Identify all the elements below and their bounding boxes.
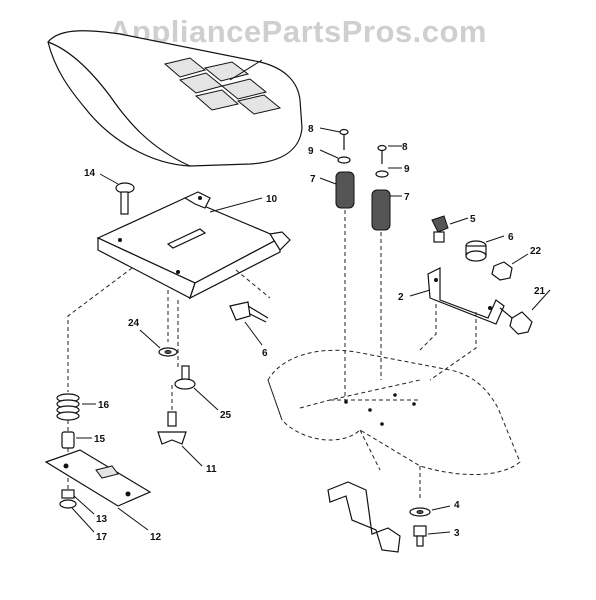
cap-screw	[413, 525, 427, 547]
seat-bracket	[44, 449, 152, 507]
seat-clip	[229, 301, 269, 323]
callout-24: 24	[128, 318, 140, 329]
washer	[158, 347, 178, 357]
callout-25: 25	[220, 410, 232, 421]
callout-7-left: 7	[310, 174, 316, 185]
seat	[47, 30, 303, 167]
flat-washer	[409, 507, 431, 517]
callout-5: 5	[470, 214, 476, 225]
callout-2: 2	[398, 292, 404, 303]
callout-6-left: 6	[262, 348, 268, 359]
callout-9-right: 9	[404, 164, 410, 175]
callout-22: 22	[530, 246, 542, 257]
callout-13: 13	[96, 514, 108, 525]
callout-16: 16	[98, 400, 110, 411]
callout-10: 10	[266, 194, 278, 205]
callout-21: 21	[534, 286, 546, 297]
rubber-bushing	[465, 240, 487, 262]
adjustment-knob	[157, 411, 187, 445]
bushing	[61, 431, 75, 449]
callout-14: 14	[84, 168, 96, 179]
callout-8-left: 8	[308, 124, 314, 135]
frame-bracket	[327, 481, 401, 553]
spring-assembly-right	[371, 144, 391, 231]
spring-assembly-left	[335, 128, 355, 209]
callout-4: 4	[454, 500, 460, 511]
callout-8-right: 8	[402, 142, 408, 153]
switch-bracket	[427, 267, 505, 325]
hex-bolt	[499, 307, 533, 335]
carriage-bolt	[115, 182, 135, 215]
callout-6-right: 6	[508, 232, 514, 243]
spring	[56, 393, 80, 421]
hex-nut	[491, 261, 513, 281]
callout-7-right: 7	[404, 192, 410, 203]
callout-17: 17	[96, 532, 108, 543]
seat-switch	[431, 215, 449, 243]
callout-12: 12	[150, 532, 162, 543]
fender-outline	[267, 349, 521, 500]
seat-plate	[96, 191, 291, 300]
callout-9-left: 9	[308, 146, 314, 157]
nut-and-washer	[59, 489, 77, 509]
callout-15: 15	[94, 434, 106, 445]
callout-3: 3	[454, 528, 460, 539]
shoulder-bolt	[174, 365, 196, 390]
callout-11: 11	[206, 464, 217, 475]
